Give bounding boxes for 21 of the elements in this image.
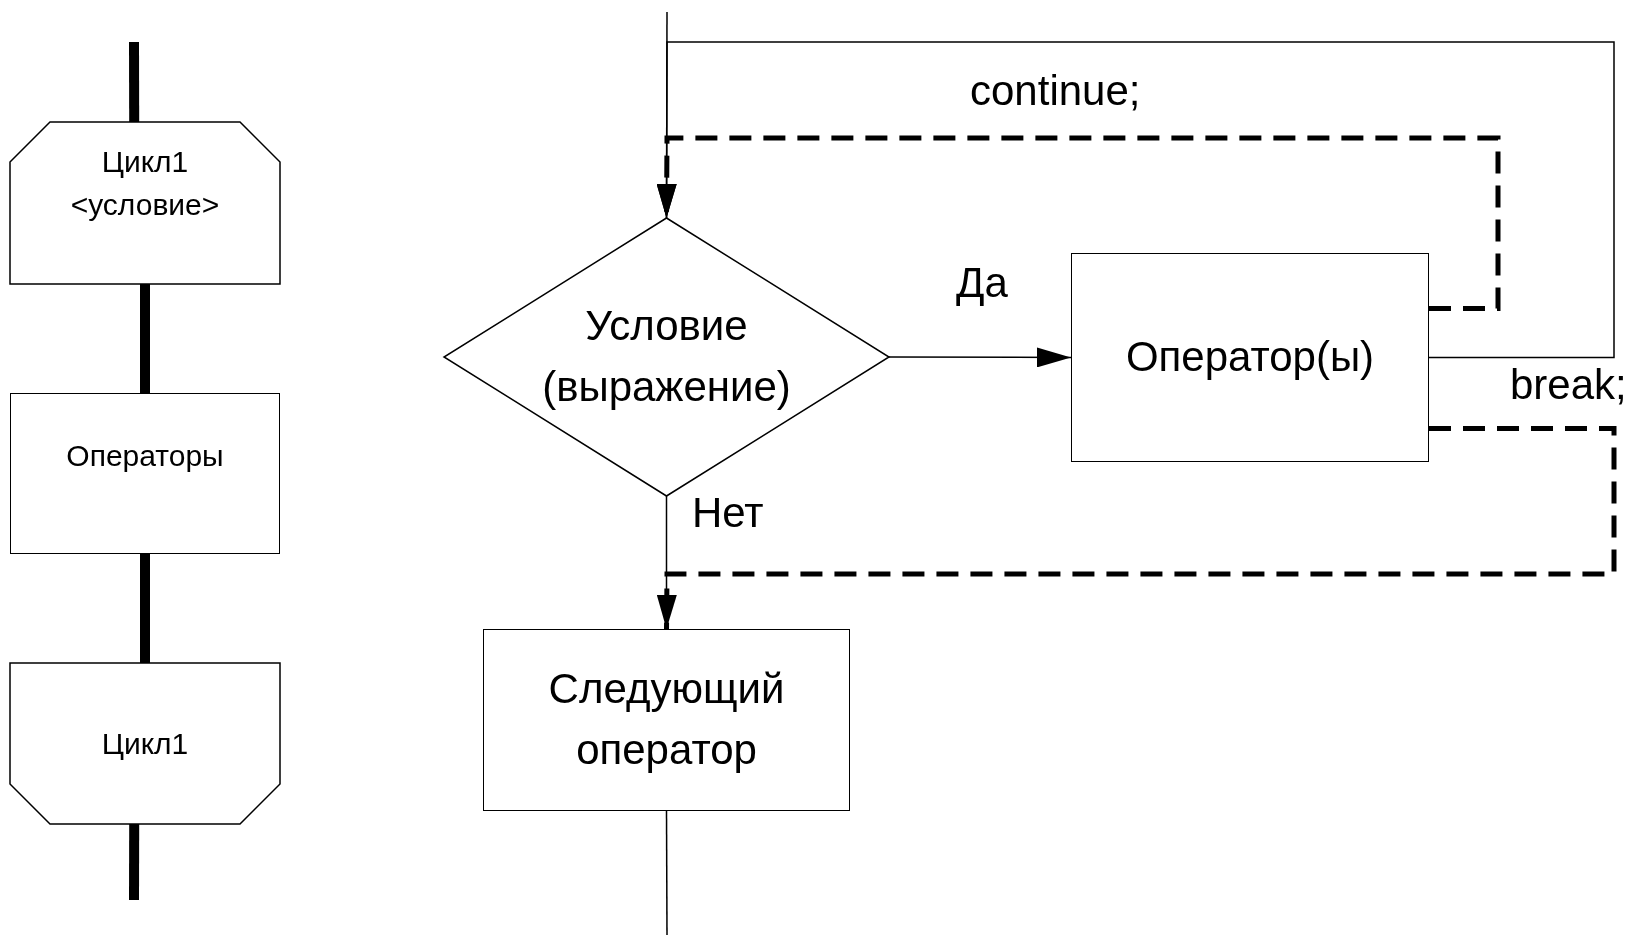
node-text: Операторы <box>66 437 224 474</box>
process-box <box>1071 253 1429 462</box>
loop-start-box <box>10 122 280 284</box>
node-text: Условие (выражение) <box>541 301 792 412</box>
arrow <box>656 135 1501 311</box>
decision-diamond <box>444 218 889 496</box>
node-text: Оператор(ы) <box>1125 332 1375 383</box>
connector-line <box>665 810 668 935</box>
connector-line <box>129 42 140 122</box>
arrow <box>656 41 1615 359</box>
node-text: Следующий оператор <box>547 664 786 775</box>
process-box <box>10 393 280 554</box>
connector-line <box>129 824 140 900</box>
node-text: Цикл1 <условие> <box>69 143 221 223</box>
connector-line <box>140 284 150 393</box>
node-text: Цикл1 <box>101 725 189 762</box>
connector-line <box>140 554 150 663</box>
arrow <box>888 347 1072 368</box>
process-box <box>483 629 850 811</box>
arrow <box>656 426 1617 630</box>
loop-end-box <box>10 663 280 824</box>
